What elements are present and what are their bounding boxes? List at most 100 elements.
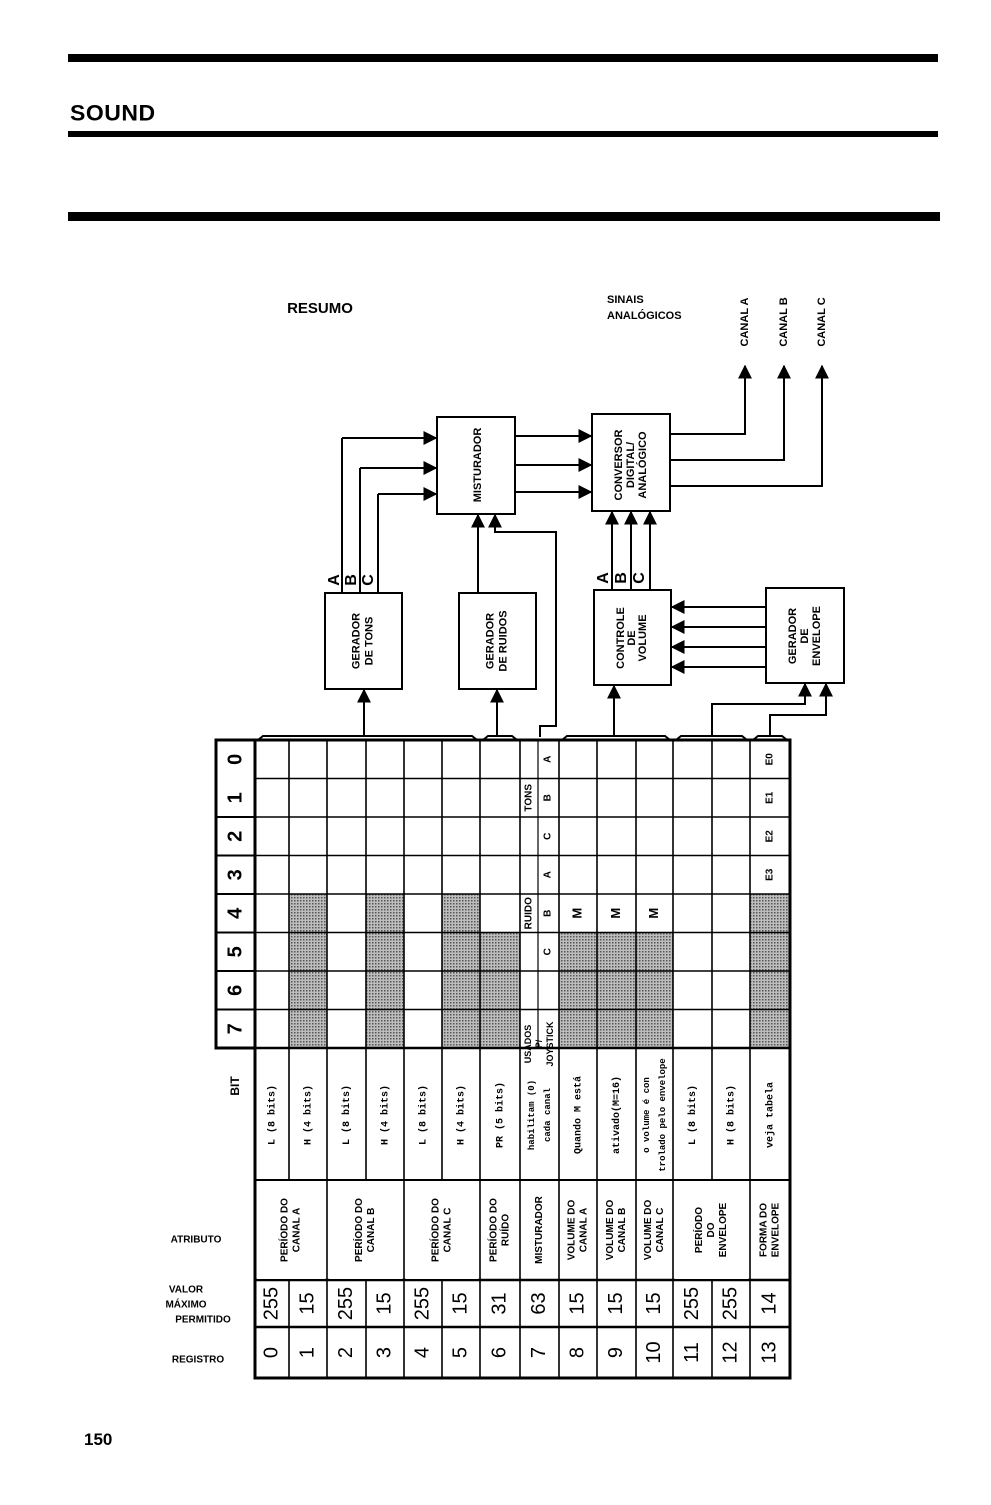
description: H (4 bits) bbox=[380, 1085, 392, 1145]
volume-registers-bracket bbox=[561, 735, 671, 741]
description: cada canal bbox=[543, 1087, 553, 1142]
register-number: 11 bbox=[681, 1342, 703, 1363]
bit-number: 0 bbox=[224, 754, 246, 765]
tone-channel-letter: C bbox=[360, 574, 377, 586]
mixer-bit-letter: B bbox=[543, 794, 554, 801]
volume-control-block bbox=[593, 589, 672, 686]
max-value: 15 bbox=[566, 1292, 588, 1314]
max-value: 15 bbox=[643, 1292, 665, 1314]
unused-bit-shading bbox=[597, 932, 636, 1048]
envelope-shape-wire bbox=[769, 682, 833, 736]
attribute-label: CANAL B bbox=[366, 1208, 377, 1253]
page-title: SOUND bbox=[70, 100, 156, 126]
description: veja tabela bbox=[765, 1082, 777, 1148]
output-channel-label: CANAL C bbox=[816, 297, 828, 346]
signals-label: ANALÓGICOS bbox=[607, 309, 682, 322]
description: o volume é con bbox=[642, 1077, 652, 1153]
max-value: 255 bbox=[335, 1287, 357, 1320]
max-value: 15 bbox=[373, 1292, 395, 1314]
max-value: 255 bbox=[411, 1287, 433, 1320]
register-number: 0 bbox=[260, 1347, 282, 1358]
tone-generator-block bbox=[324, 592, 403, 690]
register-number: 3 bbox=[373, 1347, 395, 1358]
page-number: 150 bbox=[84, 1430, 113, 1449]
mixer-block bbox=[436, 416, 516, 515]
register-number: 10 bbox=[643, 1341, 665, 1363]
attribute-merged-cell bbox=[675, 1181, 748, 1279]
dac-label: CONVERSOR bbox=[613, 429, 625, 500]
description: L (8 bits) bbox=[267, 1085, 279, 1145]
register-number: 2 bbox=[335, 1347, 357, 1358]
bit-axis-label: BIT bbox=[228, 1076, 242, 1096]
envelope-period-wire bbox=[711, 682, 812, 736]
tone-generator-label: DE TONS bbox=[363, 617, 375, 666]
dac-label: DIGITAL/ bbox=[625, 442, 637, 488]
description: L (8 bits) bbox=[687, 1085, 699, 1145]
envelope-mode-bit-label: M bbox=[569, 908, 584, 919]
dac-label: ANALÓGICO bbox=[636, 431, 649, 499]
bit-number: 3 bbox=[224, 869, 246, 880]
envelope-shape-bit-label: E0 bbox=[765, 753, 776, 766]
description: H (4 bits) bbox=[303, 1085, 315, 1145]
attribute-label: FORMA DO bbox=[759, 1203, 770, 1257]
attribute-label: MISTURADOR bbox=[534, 1195, 545, 1264]
mixer-label: MISTURADOR bbox=[472, 428, 484, 503]
description: H (8 bits) bbox=[726, 1085, 738, 1145]
section-rule bbox=[68, 212, 940, 221]
register-header: REGISTRO bbox=[172, 1355, 224, 1366]
envelope-generator-label: GERADOR bbox=[787, 608, 799, 664]
attribute-label: PERÍODO DO bbox=[487, 1198, 500, 1262]
mixer-bit-letter: A bbox=[543, 756, 554, 763]
attribute-label: VOLUME DO bbox=[605, 1200, 616, 1261]
attribute-merged-cell bbox=[257, 1181, 325, 1279]
envelope-shape-bit-label: E3 bbox=[765, 868, 776, 881]
unused-bit-shading bbox=[636, 932, 673, 1048]
unused-bit-shading bbox=[480, 932, 520, 1048]
tones-group-label: TONS bbox=[524, 784, 535, 812]
bit-number: 6 bbox=[224, 985, 246, 996]
register-number: 7 bbox=[528, 1347, 550, 1358]
attribute-label: VOLUME DO bbox=[567, 1200, 578, 1261]
register-number: 6 bbox=[488, 1347, 510, 1358]
register-number: 12 bbox=[719, 1341, 741, 1363]
register-number: 13 bbox=[758, 1341, 780, 1363]
attribute-merged-cell bbox=[406, 1181, 478, 1279]
envelope-generator-label: ENVELOPE bbox=[811, 606, 823, 666]
tone-channel-letter: B bbox=[343, 574, 360, 586]
attribute-label: DO bbox=[706, 1222, 717, 1237]
max-value: 14 bbox=[758, 1292, 780, 1314]
description: trolado pelo envelope bbox=[658, 1058, 668, 1171]
joystick-label: USADOS bbox=[523, 1025, 533, 1064]
tone-channel-letter: A bbox=[326, 574, 343, 586]
max-value: 15 bbox=[296, 1292, 318, 1314]
mixer-register-wire bbox=[488, 513, 557, 737]
description: L (8 bits) bbox=[341, 1085, 353, 1145]
envelope-mode-bit-label: M bbox=[608, 908, 623, 919]
tone-generator-label: GERADOR bbox=[350, 613, 362, 669]
max-value: 31 bbox=[488, 1292, 510, 1314]
attribute-label: PERÍODO DO bbox=[352, 1198, 365, 1262]
noise-generator-block bbox=[458, 592, 537, 690]
description: PR (5 bits) bbox=[495, 1082, 507, 1148]
volume-channel-letter: A bbox=[595, 572, 612, 584]
attribute-header: ATRIBUTO bbox=[171, 1235, 222, 1246]
description: H (4 bits) bbox=[456, 1085, 468, 1145]
bit-number: 5 bbox=[224, 946, 246, 957]
max-value-header: PERMITIDO bbox=[175, 1315, 231, 1326]
max-value-header: VALOR bbox=[169, 1285, 204, 1296]
noise-register-bracket bbox=[482, 735, 518, 741]
bit-number: 2 bbox=[224, 831, 246, 842]
attribute-label: CANAL C bbox=[443, 1208, 454, 1253]
max-value: 255 bbox=[681, 1287, 703, 1320]
register-number: 9 bbox=[605, 1347, 627, 1358]
volume-control-label: CONTROLE bbox=[615, 607, 627, 669]
description: L (8 bits) bbox=[418, 1085, 430, 1145]
register-number: 8 bbox=[566, 1347, 588, 1358]
attribute-label: VOLUME DO bbox=[643, 1200, 654, 1261]
register-number: 5 bbox=[449, 1347, 471, 1358]
envelope-shape-bit-label: E2 bbox=[765, 830, 776, 843]
description: ativado(M=16) bbox=[611, 1076, 623, 1154]
noise-generator-label: DE RUIDOS bbox=[497, 610, 509, 671]
